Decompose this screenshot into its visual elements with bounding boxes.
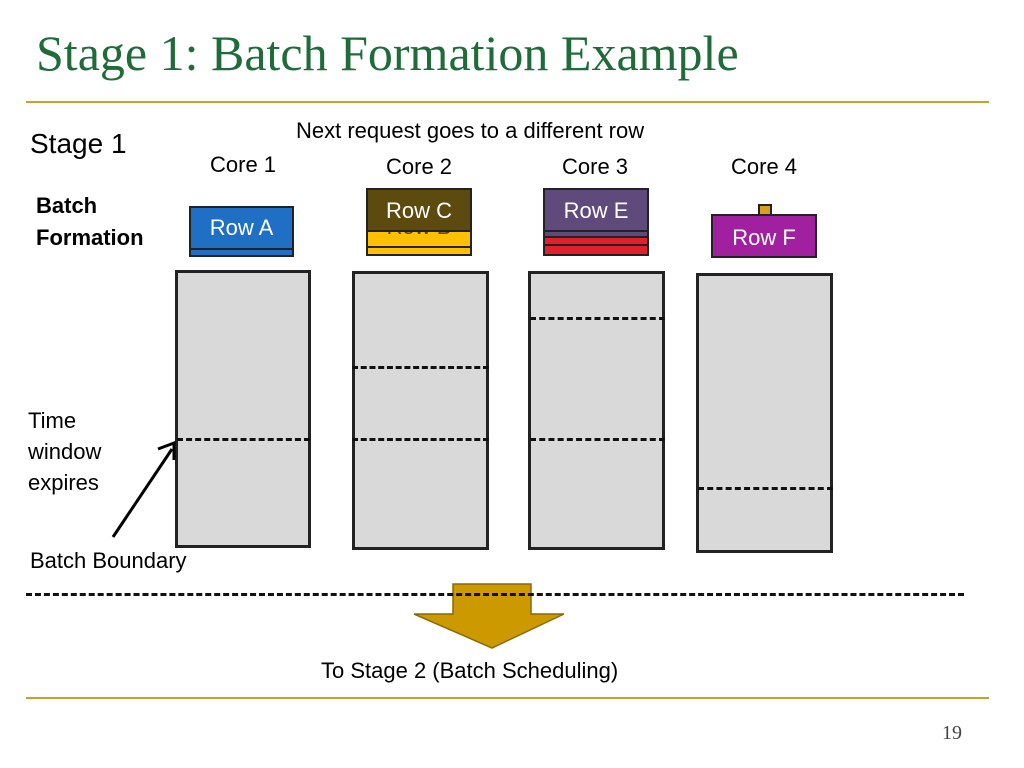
slide-title: Stage 1: Batch Formation Example bbox=[36, 25, 739, 81]
core-1-label: Core 1 bbox=[210, 152, 277, 177]
core-4-queue bbox=[696, 273, 833, 553]
next-request-annotation: Next request goes to a different row bbox=[296, 118, 645, 143]
to-stage-2-label: To Stage 2 (Batch Scheduling) bbox=[321, 658, 619, 683]
core-2-label: Core 2 bbox=[386, 154, 453, 179]
top-divider bbox=[26, 101, 989, 103]
core-1-batch-boundary bbox=[177, 438, 310, 441]
core-3-label: Core 3 bbox=[562, 154, 629, 179]
time-window-line-3: expires bbox=[28, 470, 99, 495]
row-b-request-layer bbox=[366, 246, 472, 256]
batch-formation-line-2: Formation bbox=[36, 225, 144, 250]
batch-formation-line-1: Batch bbox=[36, 193, 98, 218]
row-c-request: Row C bbox=[366, 188, 472, 232]
row-f-request: Row F bbox=[711, 214, 817, 258]
core-2-batch-boundary bbox=[352, 438, 489, 441]
core-2-request-stack: Row B Row C bbox=[366, 188, 472, 256]
core-1-queue bbox=[175, 270, 311, 548]
core-4-request-stack: Row F bbox=[711, 204, 817, 258]
core-4-batch-divider bbox=[698, 487, 833, 490]
stage-label: Stage 1 bbox=[30, 128, 127, 159]
row-e-request: Row E bbox=[543, 188, 649, 232]
time-window-pointer-arrow bbox=[111, 448, 174, 538]
page-number: 19 bbox=[942, 722, 962, 744]
bottom-divider bbox=[26, 697, 989, 699]
time-window-line-2: window bbox=[28, 439, 102, 464]
core-3-request-stack: Row E bbox=[543, 188, 649, 256]
time-window-pointer-arrowhead bbox=[157, 440, 176, 460]
batch-boundary-label: Batch Boundary bbox=[30, 548, 187, 573]
core-2-queue bbox=[352, 271, 489, 550]
row-a-request: Row A bbox=[189, 206, 294, 250]
core-1-request-stack: Row A bbox=[189, 206, 294, 257]
time-window-label: Time window expires bbox=[28, 405, 101, 498]
core-3-batch-boundary bbox=[530, 438, 665, 441]
core-3-batch-divider bbox=[530, 317, 665, 320]
time-window-line-1: Time bbox=[28, 408, 77, 433]
core-4-label: Core 4 bbox=[731, 154, 798, 179]
core-2-batch-divider bbox=[352, 366, 489, 369]
batch-formation-label: Batch Formation bbox=[36, 190, 144, 254]
to-stage-2-arrow bbox=[413, 583, 565, 649]
row-e-request-layer-3 bbox=[543, 244, 649, 256]
batch-boundary-line bbox=[26, 593, 964, 596]
